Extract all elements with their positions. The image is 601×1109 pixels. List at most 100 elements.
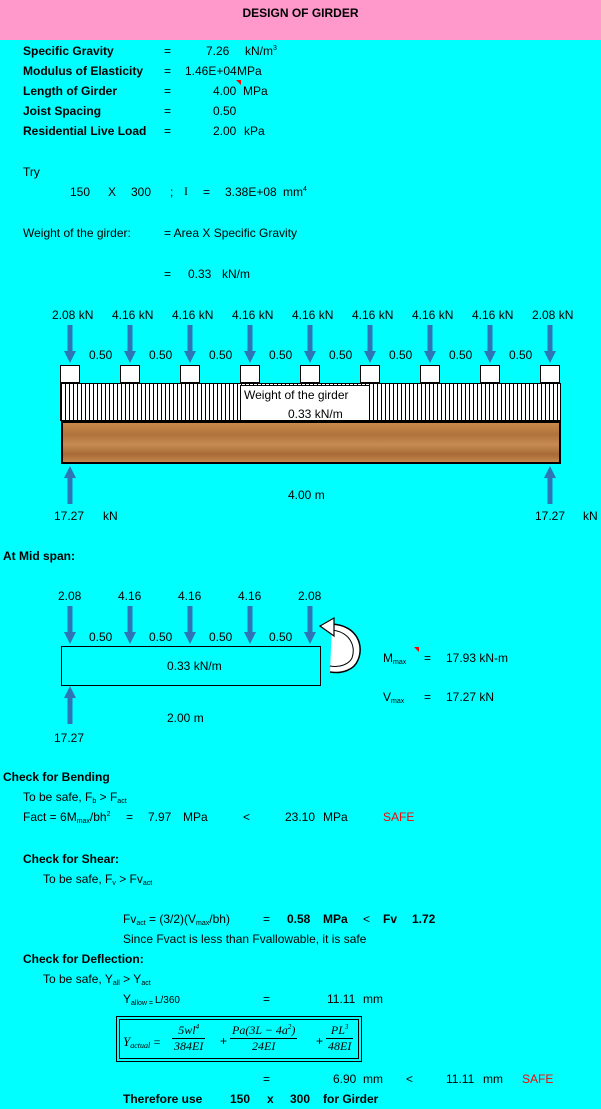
load-arrow — [244, 325, 256, 363]
deflection-allow-unit: mm — [483, 1072, 503, 1086]
shear-allow-value: 1.72 — [412, 912, 436, 926]
load-arrow — [64, 606, 76, 644]
load-label: 2.08 — [58, 589, 82, 603]
load-label: 2.08 kN — [532, 308, 574, 322]
span-length: 4.00 m — [288, 488, 325, 502]
conclusion-label: Therefore use — [123, 1092, 203, 1106]
bending-eq: = — [126, 810, 134, 824]
weight-value: 0.33 — [188, 267, 212, 281]
property-eq: = — [164, 124, 172, 138]
load-label: 4.16 kN — [232, 308, 274, 322]
bending-allow-unit: MPa — [323, 810, 348, 824]
plus-sign: + — [316, 1034, 324, 1048]
formula-lhs: Yactual = — [123, 1034, 161, 1050]
property-eq: = — [164, 44, 172, 58]
try-b: 150 — [70, 185, 91, 199]
property-value: 7.26 — [206, 44, 230, 58]
load-label: 4.16 — [118, 589, 142, 603]
vmax-value: 17.27 kN — [446, 690, 495, 704]
mmax-value: 17.93 kN-m — [446, 651, 509, 665]
midspan-reaction: 17.27 — [54, 731, 85, 745]
conclusion-x: x — [267, 1092, 274, 1106]
weight-formula: = Area X Specific Gravity — [164, 226, 298, 240]
bending-heading: Check for Bending — [3, 770, 110, 784]
property-unit: kN/m3 — [245, 44, 277, 58]
joist-block — [540, 365, 560, 383]
bending-unit: MPa — [183, 810, 208, 824]
load-label: 4.16 kN — [112, 308, 154, 322]
deflection-value: 6.90 — [333, 1072, 357, 1086]
joist-block — [240, 365, 260, 383]
property-value: 4.00 — [213, 84, 237, 98]
property-unit: kPa — [244, 124, 265, 138]
spacing-label: 0.50 — [269, 630, 293, 644]
spacing-label: 0.50 — [209, 630, 233, 644]
property-eq: = — [164, 104, 172, 118]
joist-block — [120, 365, 140, 383]
load-arrow — [124, 606, 136, 644]
inertia-label: I — [184, 184, 188, 198]
weight-unit: kN/m — [222, 267, 250, 281]
page-title: DESIGN OF GIRDER — [242, 6, 359, 20]
load-label: 4.16 kN — [352, 308, 394, 322]
shear-formula: Fvact = (3/2)(Vmax/bh) — [123, 912, 230, 927]
weight-label: Weight of the girder: — [23, 226, 131, 240]
joist-block — [300, 365, 320, 383]
bending-lt: < — [243, 810, 251, 824]
bending-allow: 23.10 — [285, 810, 316, 824]
try-h: 300 — [131, 185, 152, 199]
midspan-heading: At Mid span: — [3, 549, 75, 563]
formula-term-2: Pa(3L − 4a2)24EI — [230, 1023, 298, 1053]
udl-label-box — [240, 385, 370, 421]
deflection-eq: = — [263, 1072, 271, 1086]
spacing-label: 0.50 — [329, 348, 353, 362]
deflection-unit: mm — [363, 1072, 383, 1086]
moment-arrow-icon — [318, 616, 361, 674]
midspan-length: 2.00 m — [167, 711, 204, 725]
load-arrow — [484, 325, 496, 363]
comment-marker — [236, 80, 241, 85]
deflection-heading: Check for Deflection: — [23, 952, 144, 966]
joist-block — [420, 365, 440, 383]
udl-label: Weight of the girder — [244, 388, 349, 402]
property-label: Residential Live Load — [23, 124, 147, 138]
property-value: 2.00 — [213, 124, 237, 138]
midspan-udl: 0.33 kN/m — [167, 659, 222, 673]
yallow-formula: Yallow = L/360 — [123, 992, 180, 1007]
property-unit: MPa — [237, 64, 262, 78]
load-label: 4.16 — [178, 589, 202, 603]
shear-lt: < — [363, 912, 371, 926]
load-label: 2.08 — [298, 589, 322, 603]
spacing-label: 0.50 — [269, 348, 293, 362]
midspan-reaction-arrow — [64, 686, 76, 724]
joist-block — [60, 365, 80, 383]
spacing-label: 0.50 — [509, 348, 533, 362]
load-label: 2.08 kN — [52, 308, 94, 322]
deflection-status-badge: SAFE — [522, 1072, 554, 1086]
bending-condition: To be safe, Fb > Fact — [23, 790, 127, 805]
spacing-label: 0.50 — [149, 348, 173, 362]
property-label: Length of Girder — [23, 84, 117, 98]
bending-value: 7.97 — [148, 810, 172, 824]
plus-sign: + — [220, 1034, 228, 1048]
try-sep: ; — [170, 185, 174, 199]
yallow-value: 11.11 — [327, 992, 356, 1006]
right-reaction: 17.27 — [535, 509, 566, 523]
inertia-value: 3.38E+08 — [225, 185, 277, 199]
inertia-unit: mm4 — [283, 185, 307, 199]
right-reaction-unit: kN — [583, 509, 598, 523]
property-value: 1.46E+04 — [185, 64, 237, 78]
load-arrow — [184, 325, 196, 363]
midspan-beam — [61, 646, 321, 686]
load-arrow — [244, 606, 256, 644]
property-label: Modulus of Elasticity — [23, 64, 144, 78]
yallow-unit: mm — [363, 992, 383, 1006]
load-label: 4.16 kN — [472, 308, 514, 322]
load-arrow — [304, 325, 316, 363]
load-arrow — [544, 325, 556, 363]
load-arrow — [424, 325, 436, 363]
load-label: 4.16 kN — [412, 308, 454, 322]
title-bar — [0, 0, 601, 40]
